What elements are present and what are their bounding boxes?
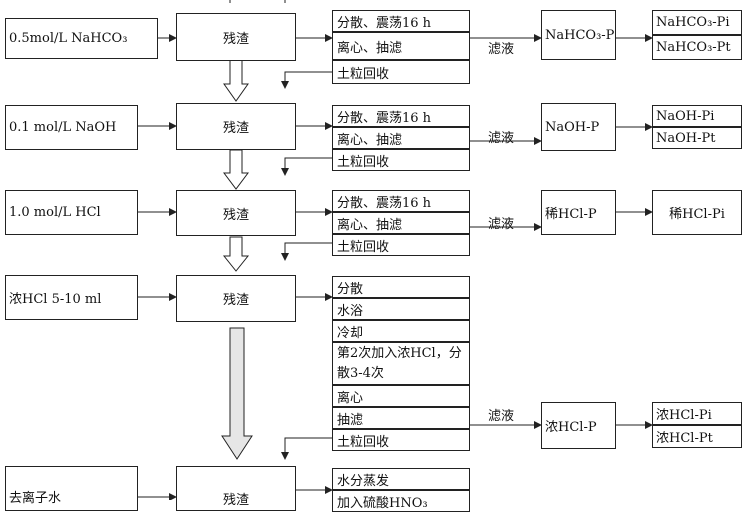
down-arrow-3	[222, 236, 250, 272]
step-3-2: 离心、抽滤	[332, 212, 470, 234]
output-1-1: NaHCO₃-Pi	[652, 10, 742, 35]
step-1-1: 分散、震荡16 h	[332, 10, 470, 32]
product-box-2: NaOH-P	[541, 103, 616, 151]
down-arrow-1	[223, 59, 249, 102]
product-box-3: 稀HCl-P	[541, 190, 616, 235]
down-arrow-2	[223, 149, 249, 190]
filtrate-label-4: 滤液	[488, 409, 515, 424]
return-arrow-2	[281, 157, 332, 176]
reagent-box-4: 浓HCl 5-10 ml	[5, 275, 138, 320]
output-3-1: 稀HCl-Pi	[652, 190, 742, 235]
step-4-2: 水浴	[332, 298, 470, 320]
product-box-4: 浓HCl-P	[541, 402, 616, 449]
output-1-2: NaHCO₃-Pt	[652, 35, 742, 60]
output-2-2: NaOH-Pt	[652, 127, 742, 149]
return-arrow-4	[281, 437, 332, 460]
down-arrow-4	[221, 327, 253, 460]
step-1-3: 土粒回收	[332, 60, 470, 84]
product-box-1: NaHCO₃-P	[541, 10, 616, 60]
reagent-box-3: 1.0 mol/L HCl	[5, 190, 138, 235]
output-4-2: 浓HCl-Pt	[652, 425, 742, 448]
step-4-3: 冷却	[332, 320, 470, 342]
step-5-1: 水分蒸发	[332, 468, 470, 490]
connector-lines	[138, 0, 653, 500]
step-3-3: 土粒回收	[332, 234, 470, 256]
step-4-6: 抽滤	[332, 407, 470, 429]
step-5-2: 加入硫酸HNO₃	[332, 490, 470, 512]
step-2-1: 分散、震荡16 h	[332, 105, 470, 127]
residue-box-5: 残渣	[176, 466, 296, 511]
step-1-2: 离心、抽滤	[332, 32, 470, 60]
reagent-box-1: 0.5mol/L NaHCO₃	[5, 18, 158, 59]
step-2-2: 离心、抽滤	[332, 127, 470, 149]
step-3-1: 分散、震荡16 h	[332, 190, 470, 212]
return-arrow-3	[281, 242, 332, 261]
output-4-1: 浓HCl-Pi	[652, 402, 742, 425]
filtrate-label-1: 滤液	[488, 42, 515, 57]
residue-box-3: 残渣	[176, 190, 296, 236]
step-2-3: 土粒回收	[332, 149, 470, 171]
filtrate-label-2: 滤液	[488, 131, 515, 146]
residue-box-1: 残渣	[176, 13, 296, 61]
output-2-1: NaOH-Pi	[652, 105, 742, 127]
step-4-1: 分散	[332, 276, 470, 298]
step-4-4: 第2次加入浓HCl，分散3-4次	[332, 342, 470, 385]
reagent-box-5: 去离子水	[5, 466, 138, 511]
residue-box-2: 残渣	[176, 103, 296, 150]
reagent-box-2: 0.1 mol/L NaOH	[5, 105, 138, 150]
step-4-7: 土粒回收	[332, 429, 470, 451]
residue-box-4: 残渣	[176, 275, 296, 322]
step-4-5: 离心	[332, 385, 470, 407]
return-arrow-1	[281, 71, 332, 89]
filtrate-label-3: 滤液	[488, 217, 515, 232]
